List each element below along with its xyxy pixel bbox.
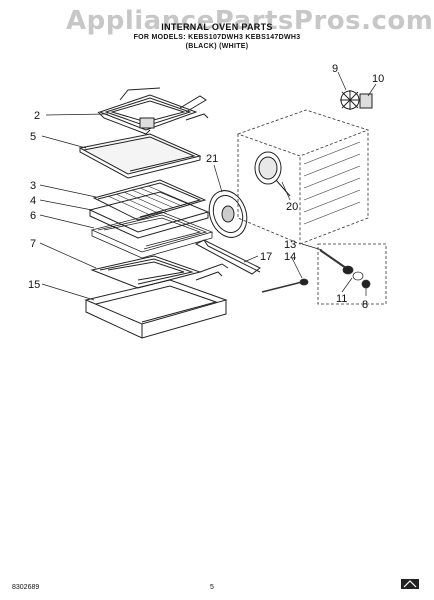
document-code: 8302689	[12, 584, 40, 591]
diagram-title: INTERNAL OVEN PARTS	[161, 22, 273, 32]
callout-14: 14	[284, 251, 296, 263]
model-list: FOR MODELS: KEBS107DWH3 KEBS147DWH3	[133, 34, 301, 41]
callout-11: 11	[336, 293, 347, 305]
part-3-broil-pan	[92, 179, 207, 221]
callout-4: 4	[30, 195, 36, 207]
page-number: 5	[210, 584, 214, 591]
oven-cavity	[236, 109, 370, 245]
callout-2: 2	[34, 110, 40, 122]
part-9-fan-motor-assembly	[340, 90, 373, 110]
callout-9: 9	[332, 63, 338, 75]
part-2-broil-element	[97, 87, 209, 135]
callout-17: 17	[260, 251, 272, 263]
part-7-bake-element	[90, 255, 229, 289]
recycle-logo-icon	[401, 579, 419, 589]
part-21-fan-cover	[208, 190, 248, 238]
callout-numbers: 2 5 3 4 6 7 15 21 20 9 10 17 13 14 11 8	[28, 63, 384, 311]
watermark: AppliancePartsPros.com	[66, 6, 434, 36]
parts-13-14-11-8-group	[261, 243, 387, 305]
callout-21: 21	[206, 153, 218, 165]
part-17-bracket	[194, 239, 261, 275]
callout-8: 8	[362, 299, 368, 311]
leader-lines	[39, 71, 377, 301]
part-20-fan-motor	[254, 151, 291, 197]
callout-13: 13	[284, 239, 296, 251]
part-6-oven-rack	[90, 211, 214, 259]
part-5-rack-plate	[78, 133, 202, 179]
color-list: (BLACK) (WHITE)	[185, 43, 249, 50]
callout-6: 6	[30, 210, 36, 222]
callout-7: 7	[30, 238, 36, 250]
callout-15: 15	[28, 279, 40, 291]
callout-3: 3	[30, 180, 36, 192]
callout-20: 20	[286, 201, 298, 213]
callout-5: 5	[30, 131, 36, 143]
callout-10: 10	[372, 73, 384, 85]
part-15-bottom-tray	[84, 279, 228, 339]
